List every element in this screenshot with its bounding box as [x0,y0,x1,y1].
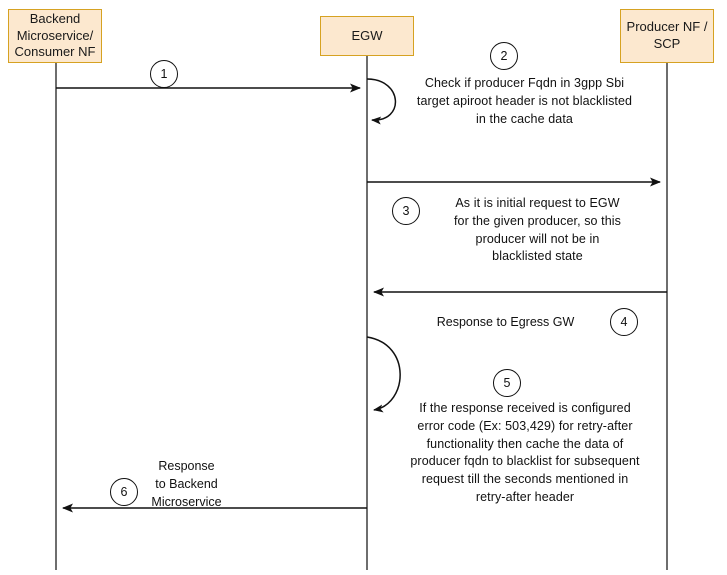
self-message-arrow-5 [366,336,401,413]
step-badge-5[interactable]: 5 [493,369,521,397]
step-badge-1[interactable]: 1 [150,60,178,88]
message-label-4: Response to Egress GW [436,315,575,329]
step-badge-2[interactable]: 2 [490,42,518,70]
message-label-6: Response to Backend Microservice [151,459,222,509]
self-message-arrow-2 [366,78,397,125]
step-badge-3[interactable]: 3 [392,197,420,225]
note-text-2: Check if producer Fqdn in 3gpp Sbi targe… [416,76,633,126]
step-badge-4[interactable]: 4 [610,308,638,336]
actor-box-egw[interactable]: EGW [320,16,414,56]
actor-box-producer[interactable]: Producer NF / SCP [620,9,714,63]
note-text-3: As it is initial request to EGW for the … [453,196,622,264]
actor-box-consumer[interactable]: Backend Microservice/ Consumer NF [8,9,102,63]
note-text-5: If the response received is configured e… [410,401,640,504]
step-badge-6[interactable]: 6 [110,478,138,506]
